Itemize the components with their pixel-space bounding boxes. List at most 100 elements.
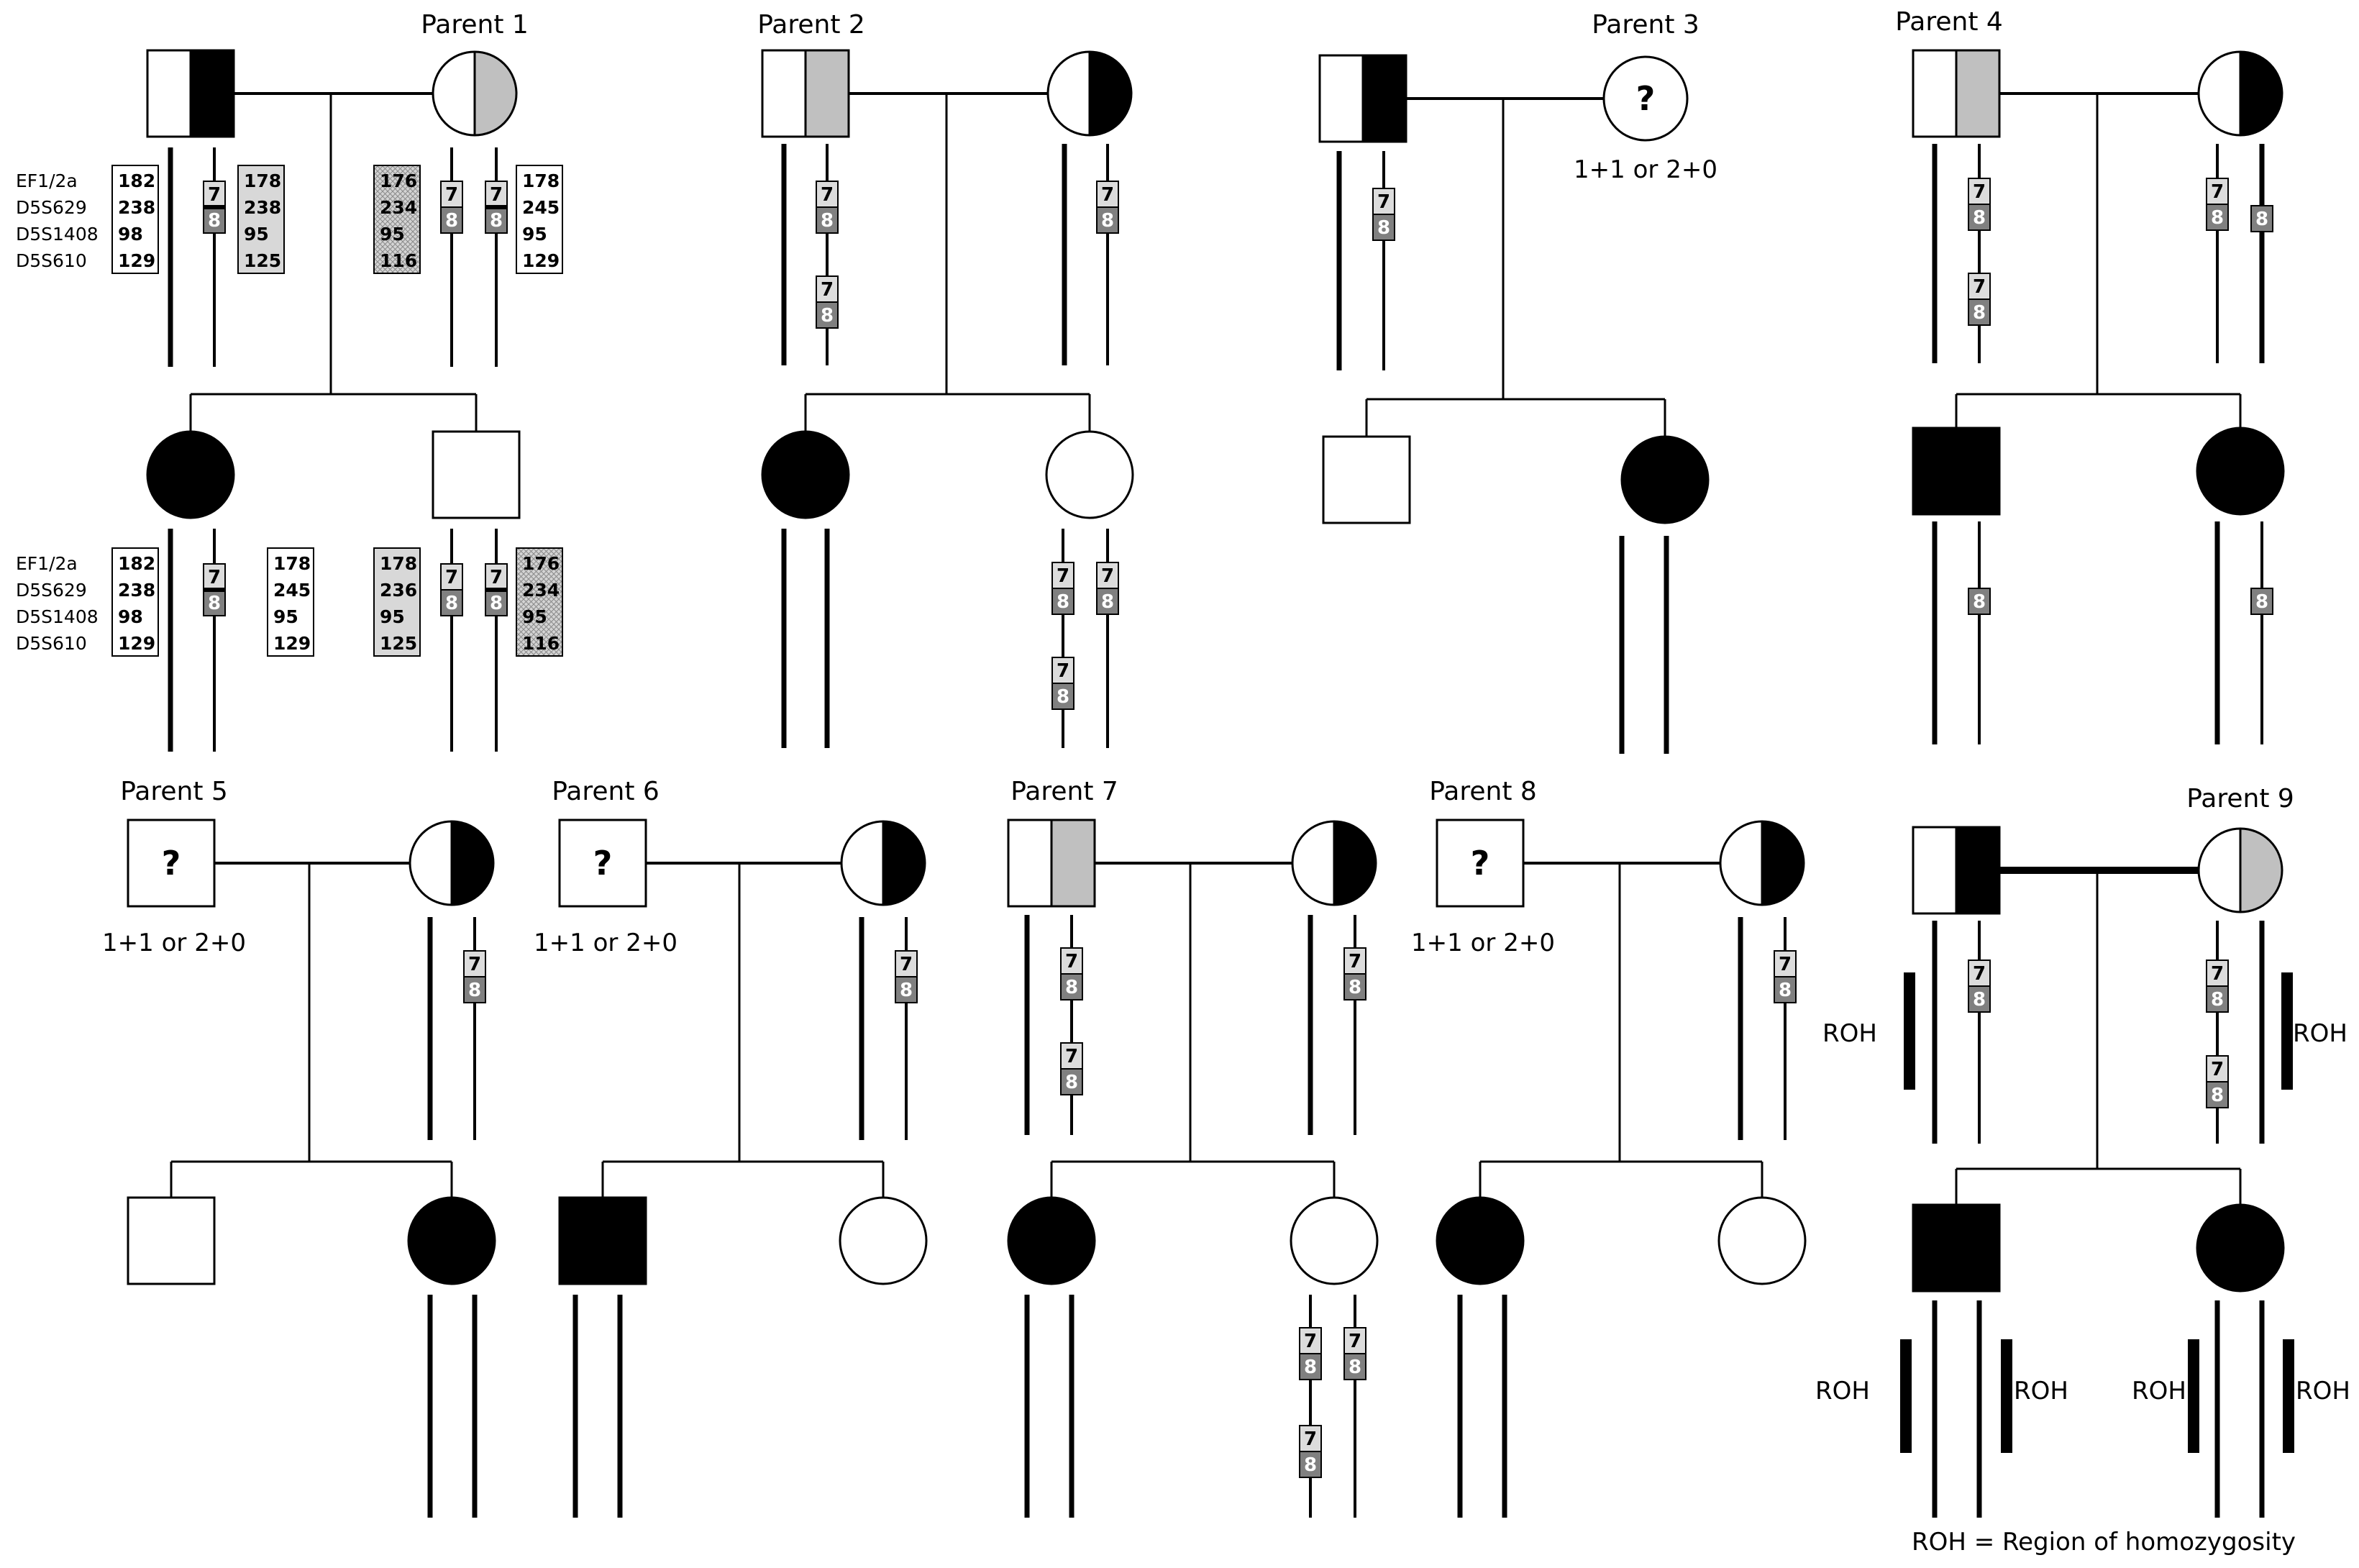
half-right <box>1051 820 1095 906</box>
marker-label: D5S1408 <box>16 606 99 627</box>
family-title: Parent 3 <box>1592 10 1699 40</box>
copy8-cell <box>1051 683 1074 710</box>
smn-copy-box: 78 <box>440 181 463 234</box>
copy8-label: 8 <box>208 593 221 614</box>
copy8-cell <box>1060 1068 1083 1095</box>
roh-label: ROH <box>1815 1377 1870 1405</box>
copy7-cell <box>816 275 839 303</box>
unaffected-daughter <box>1290 1196 1379 1285</box>
mother-symbol <box>409 820 495 906</box>
affected-son <box>558 1196 647 1285</box>
haplotype-value: 238 <box>118 197 155 218</box>
copy8-label: 8 <box>445 593 458 614</box>
father-haplotype <box>111 165 159 274</box>
half-right <box>191 50 234 137</box>
copy8-label: 8 <box>1101 591 1114 613</box>
affected-daughter <box>2196 1203 2285 1293</box>
footnote: ROH = Region of homozygosity <box>1912 1528 2296 1556</box>
smn-copy-box: 78 <box>1372 188 1395 241</box>
mother-symbol <box>2197 50 2283 137</box>
copy8-cell <box>1299 1451 1322 1478</box>
haplotype-value: 182 <box>118 553 155 574</box>
copy7-cell <box>1343 947 1366 975</box>
copy7-cell <box>463 950 486 977</box>
smn-copy-box: 78 <box>1343 947 1366 1000</box>
unaffected-daughter <box>1045 430 1134 519</box>
affected-daughter <box>1007 1196 1096 1285</box>
copy7-label: 7 <box>900 954 913 975</box>
smn-copy-box: 78 <box>440 563 463 616</box>
haplotype-value: 95 <box>380 224 405 245</box>
roh-label: ROH <box>2296 1377 2350 1405</box>
copy8-label: 8 <box>1377 217 1390 239</box>
mother-symbol <box>840 820 926 906</box>
unaffected-son <box>432 430 521 519</box>
copy8-cell <box>816 301 839 329</box>
copy7-label: 7 <box>208 567 221 588</box>
mother-symbol <box>1291 820 1377 906</box>
copy7-cell <box>1774 950 1797 977</box>
marker-label: D5S610 <box>16 250 87 271</box>
copy8-cell <box>1774 976 1797 1003</box>
affected-son <box>1912 427 2001 516</box>
smn-copy-box: 78 <box>485 563 508 616</box>
copy8-label: 8 <box>2211 989 2224 1011</box>
copy8-label: 8 <box>1349 977 1361 998</box>
copy8-label: 8 <box>2255 209 2268 230</box>
family-title: Parent 6 <box>552 777 660 806</box>
unknown-male-symbol <box>127 819 216 908</box>
smn-copy-box: 78 <box>463 950 486 1003</box>
affected-daughter <box>2196 427 2285 516</box>
roh-label: ROH <box>2014 1377 2068 1405</box>
haplotype-value: 95 <box>522 224 547 245</box>
family-title: Parent 2 <box>757 10 865 40</box>
copy8-cell <box>1060 973 1083 1000</box>
haplotype-value: 176 <box>380 170 417 191</box>
half-right <box>1090 52 1131 135</box>
mother-haplotype-b <box>516 165 563 274</box>
smn-copy-box: 78 <box>2206 178 2229 231</box>
daughter-haplotype-a <box>111 547 159 657</box>
marker-label: D5S629 <box>16 580 87 601</box>
roh-bar <box>2001 1339 2012 1453</box>
affected-daughter <box>1620 435 1710 524</box>
father-symbol <box>1912 826 2001 915</box>
copy7-cell <box>816 181 839 208</box>
copy7-label: 7 <box>1973 181 1986 203</box>
half-right <box>1762 821 1804 905</box>
haplotype-value: 125 <box>244 250 281 271</box>
copy8-cell <box>1096 206 1119 234</box>
copy8-cell <box>1968 588 1991 615</box>
smn-copy-box: 78 <box>1051 562 1074 615</box>
unaffected-daughter <box>1717 1196 1807 1285</box>
copy7-label: 7 <box>2211 963 2224 985</box>
smn-copy-box: 78 <box>203 181 226 234</box>
question-mark: ? <box>1471 844 1490 883</box>
haplotype-value: 178 <box>273 553 311 574</box>
copy7-cell <box>1968 178 1991 205</box>
copy7-label: 7 <box>490 567 503 588</box>
copy-number-note: 1+1 or 2+0 <box>102 929 246 957</box>
copy8-label: 8 <box>490 210 503 232</box>
copy8-cell <box>1299 1353 1322 1380</box>
smn-copy-box: 78 <box>203 563 226 616</box>
smn-copy-box: 8 <box>1968 588 1991 615</box>
haplotype-value: 95 <box>380 606 405 627</box>
family-title: Parent 4 <box>1895 7 2003 37</box>
roh-bar <box>1904 972 1915 1090</box>
copy8-cell <box>485 206 508 234</box>
mother-haplotype-a <box>373 165 421 274</box>
smn-copy-box: 78 <box>1096 181 1119 234</box>
roh-bar <box>2283 1339 2294 1453</box>
copy8-cell <box>2250 205 2273 232</box>
half-right <box>452 821 493 905</box>
copy7-cell <box>1968 273 1991 300</box>
copy8-label: 8 <box>490 593 503 614</box>
unaffected-daughter <box>839 1196 928 1285</box>
haplotype-value: 95 <box>522 606 547 627</box>
smn-copy-box: 78 <box>1968 178 1991 231</box>
copy7-label: 7 <box>1065 951 1078 972</box>
copy8-label: 8 <box>1779 980 1792 1001</box>
copy-number-note: 1+1 or 2+0 <box>1411 929 1555 957</box>
